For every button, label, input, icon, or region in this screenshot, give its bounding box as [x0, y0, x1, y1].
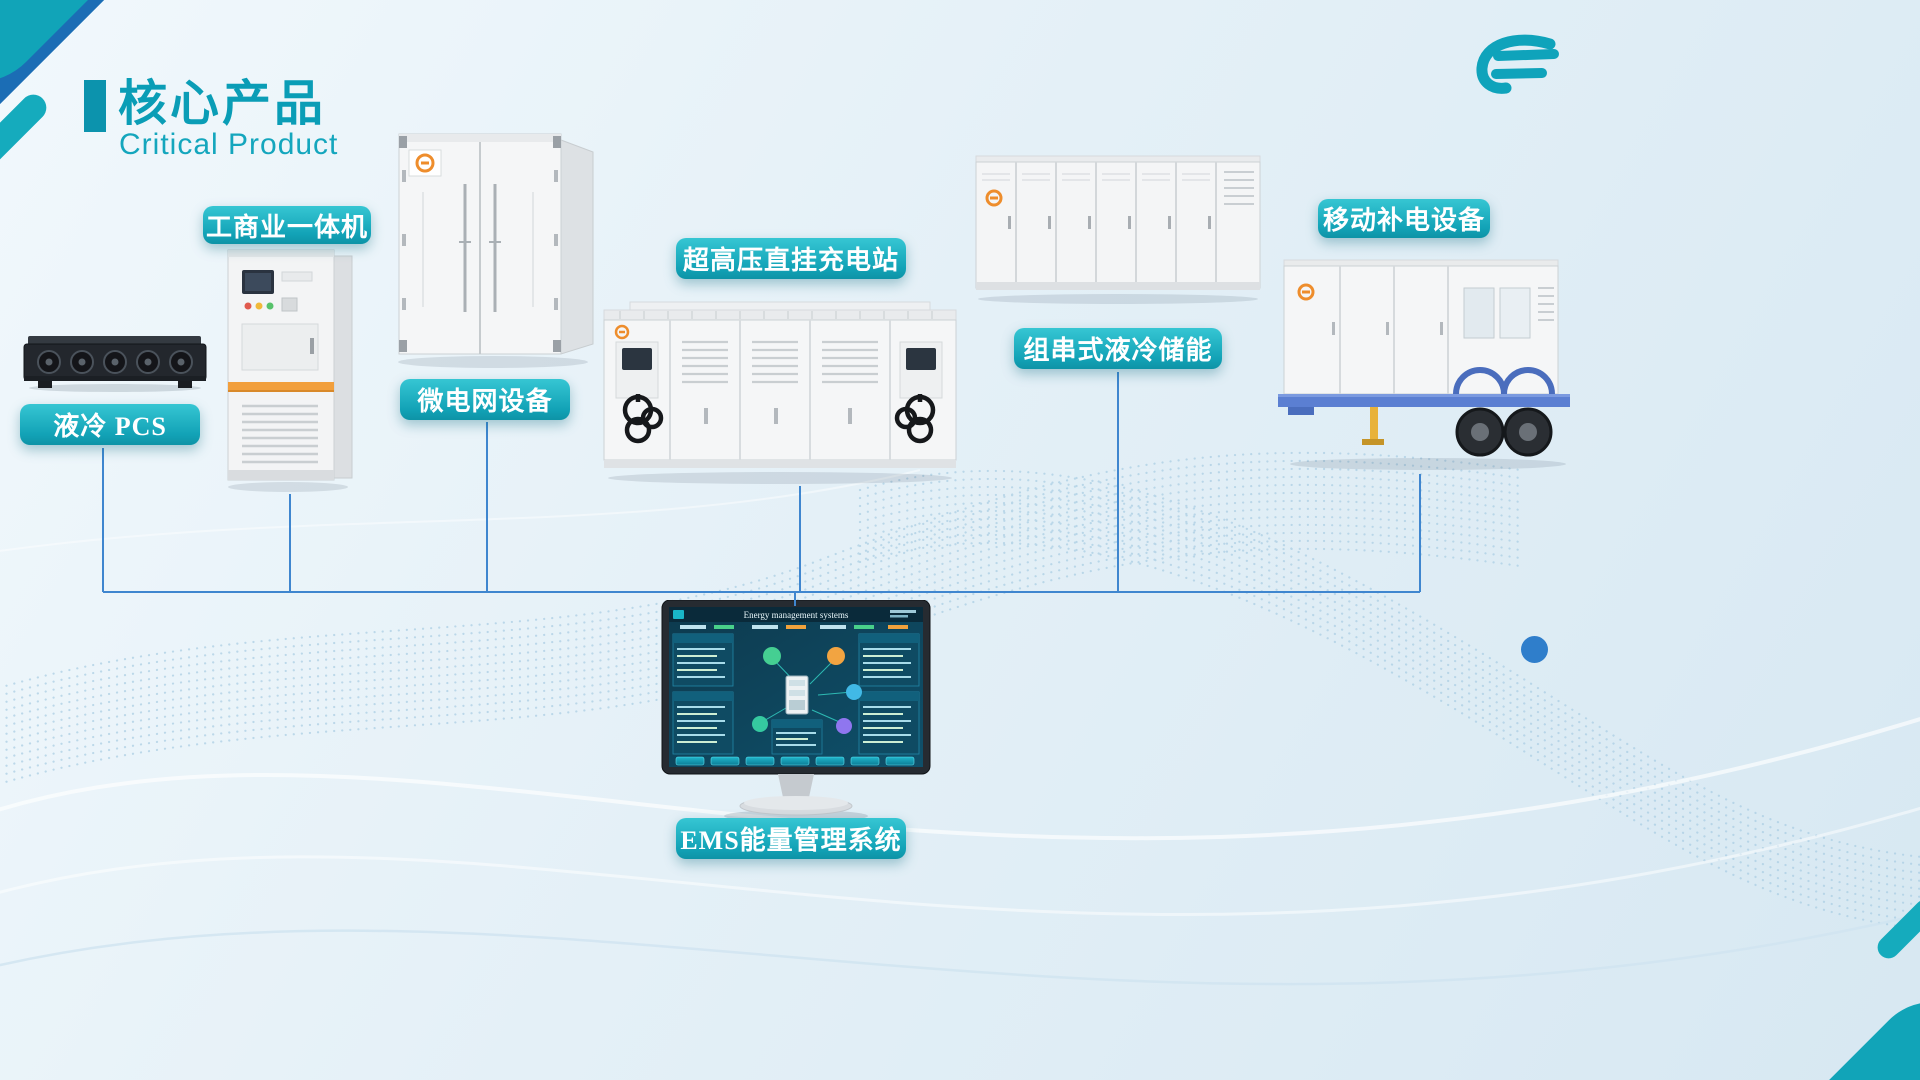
brand-mark-icon [415, 153, 435, 173]
label-mobile-charging: 移动补电设备 [1318, 199, 1490, 238]
string-storage-container-image [975, 155, 1261, 304]
pcs-device-image [23, 336, 207, 392]
blue-dot-decoration [1521, 636, 1548, 663]
brand-logo-icon [1476, 34, 1559, 94]
all-in-one-cabinet-image [227, 249, 353, 492]
page-subtitle: Critical Product [119, 128, 339, 161]
brand-mark-icon [985, 189, 1003, 207]
title-bullet-icon [84, 80, 106, 132]
brand-mark-icon [614, 324, 630, 340]
ems-node-orange-icon [827, 647, 845, 665]
label-microgrid: 微电网设备 [400, 379, 570, 420]
label-ems: EMS能量管理系统 [676, 818, 906, 859]
ems-node-blue-icon [846, 684, 862, 700]
label-hv-charger: 超高压直挂充电站 [676, 238, 906, 279]
label-string-storage: 组串式液冷储能 [1014, 328, 1222, 369]
label-pcs: 液冷 PCS [20, 404, 200, 445]
ems-screen-title: Energy management systems [744, 610, 849, 620]
corner-decoration-small-bottom-right [1873, 895, 1920, 963]
label-all-in-one: 工商业一体机 [203, 206, 371, 244]
microgrid-container-image [398, 133, 594, 368]
corner-decoration-small-top-left [0, 89, 52, 173]
brand-mark-icon [1297, 283, 1315, 301]
ems-monitor-image: Energy management systems [661, 600, 931, 822]
ems-node-green-icon [763, 647, 781, 665]
ems-node-teal-icon [752, 716, 768, 732]
page-title: 核心产品 [118, 77, 327, 131]
mobile-charging-trailer-image [1278, 259, 1570, 470]
corner-decoration-teal-bottom-right [1748, 976, 1920, 1080]
ems-bottom-buttons [675, 756, 915, 766]
ems-node-purple-icon [836, 718, 852, 734]
ems-logo-icon [673, 610, 684, 619]
hv-charging-station-image [603, 301, 957, 484]
